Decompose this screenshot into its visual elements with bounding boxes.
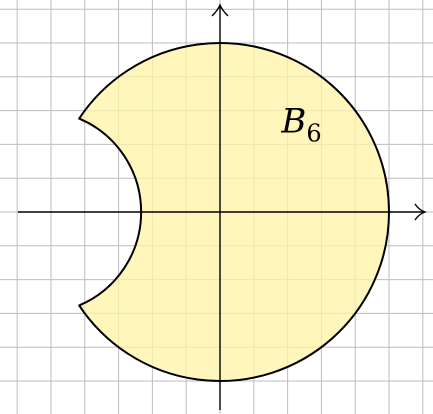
region-label-subscript: 6 — [306, 120, 321, 148]
axes — [18, 3, 428, 410]
x-axis-arrow-icon — [414, 203, 428, 221]
region-label: B6 — [280, 102, 321, 148]
region-label-base: B — [280, 102, 306, 142]
y-axis-arrow-icon — [211, 3, 229, 17]
